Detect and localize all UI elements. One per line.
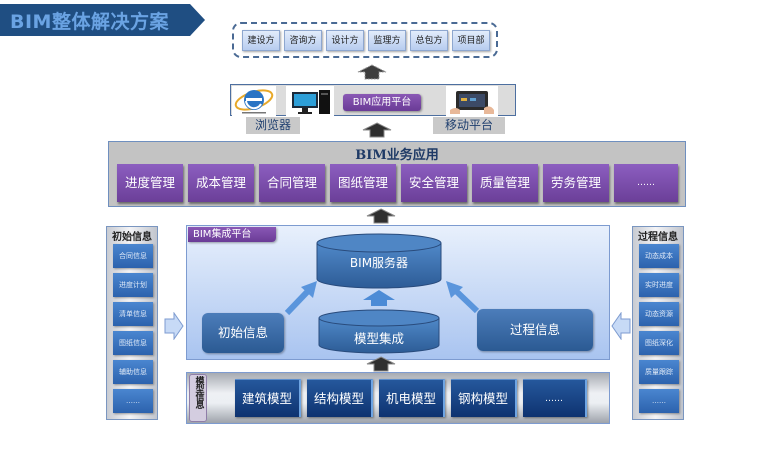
model-info-label-text: 模型信息 (193, 376, 204, 408)
initial-info-item: 进度计划 (113, 273, 153, 297)
process-info-item: 质量跟踪 (639, 360, 679, 384)
mobile-platform-label: 移动平台 (433, 117, 505, 134)
left-arrow-icon (611, 312, 631, 340)
initial-info-item: 清单信息 (113, 302, 153, 326)
flow-arrows (284, 281, 480, 316)
business-item-safety: 安全管理 (401, 164, 467, 202)
stakeholder-item: 项目部 (452, 30, 490, 51)
initial-info-item: 合同信息 (113, 244, 153, 268)
up-arrow-icon (366, 356, 396, 372)
initial-info-panel: 初始信息 合同信息 进度计划 清单信息 图纸信息 辅助信息 …… (106, 226, 158, 420)
up-arrow-icon (362, 122, 392, 138)
page-title: BIM整体解决方案 (10, 11, 169, 33)
business-item-progress: 进度管理 (117, 164, 183, 202)
up-arrow-icon (366, 208, 396, 224)
initial-info-item: 图纸信息 (113, 331, 153, 355)
stakeholder-item: 咨询方 (284, 30, 322, 51)
business-item-drawing: 图纸管理 (330, 164, 396, 202)
model-item-mep: 机电模型 (379, 379, 445, 417)
stakeholder-item: 总包方 (410, 30, 448, 51)
integration-platform-label: BIM集成平台 (188, 227, 276, 242)
business-item-labor: 劳务管理 (543, 164, 609, 202)
desktop-pc-icon (286, 86, 334, 116)
business-item-quality: 质量管理 (472, 164, 538, 202)
model-item-more: …… (523, 379, 587, 417)
title-banner (0, 4, 205, 36)
model-integration-cylinder (318, 309, 440, 354)
process-info-item: …… (639, 389, 679, 413)
business-item-cost: 成本管理 (188, 164, 254, 202)
initial-info-item: …… (113, 389, 153, 413)
model-info-panel: 模型信息 建筑模型 结构模型 机电模型 钢构模型 …… (186, 372, 610, 424)
internet-explorer-icon (232, 86, 276, 116)
process-info-panel: 过程信息 动态成本 实时进度 动态资源 图纸深化 质量跟踪 …… (632, 226, 684, 420)
process-info-item: 实时进度 (639, 273, 679, 297)
business-apps-panel: BIM业务应用 进度管理 成本管理 合同管理 图纸管理 安全管理 质量管理 劳务… (108, 141, 686, 207)
process-info-title: 过程信息 (638, 232, 678, 243)
model-item-steel: 钢构模型 (451, 379, 517, 417)
stakeholder-item: 建设方 (242, 30, 280, 51)
bim-app-platform-label: BIM应用平台 (343, 94, 421, 111)
integration-platform: BIM集成平台 BIM服务器 模型集成 初始信息 过程信息 (186, 225, 610, 360)
up-arrow-icon (357, 64, 387, 80)
model-integration-label: 模型集成 (353, 331, 404, 346)
tablet-icon (446, 86, 498, 116)
business-item-contract: 合同管理 (259, 164, 325, 202)
arrow-model-to-server-icon (363, 290, 395, 306)
stakeholder-item: 监理方 (368, 30, 406, 51)
right-arrow-icon (164, 312, 184, 340)
process-info-node: 过程信息 (477, 309, 593, 351)
arrow-initial-to-server-icon (284, 281, 317, 316)
process-info-item: 动态成本 (639, 244, 679, 268)
initial-info-title: 初始信息 (112, 232, 152, 243)
model-item-architecture: 建筑模型 (235, 379, 301, 417)
model-item-structure: 结构模型 (307, 379, 373, 417)
app-platform-row: BIM应用平台 (230, 84, 516, 116)
bim-server-cylinder (316, 233, 442, 289)
stakeholder-item: 设计方 (326, 30, 364, 51)
browser-label: 浏览器 (246, 117, 300, 134)
initial-info-item: 辅助信息 (113, 360, 153, 384)
arrow-process-to-server-icon (446, 281, 480, 314)
process-info-item: 图纸深化 (639, 331, 679, 355)
initial-info-node: 初始信息 (202, 313, 284, 353)
bim-server-label: BIM服务器 (349, 256, 409, 270)
business-apps-title: BIM业务应用 (355, 148, 439, 163)
model-info-label: 模型信息 (189, 374, 207, 422)
process-info-item: 动态资源 (639, 302, 679, 326)
business-item-more: …… (614, 164, 678, 202)
stakeholders-group: 建设方 咨询方 设计方 监理方 总包方 项目部 (232, 22, 498, 58)
